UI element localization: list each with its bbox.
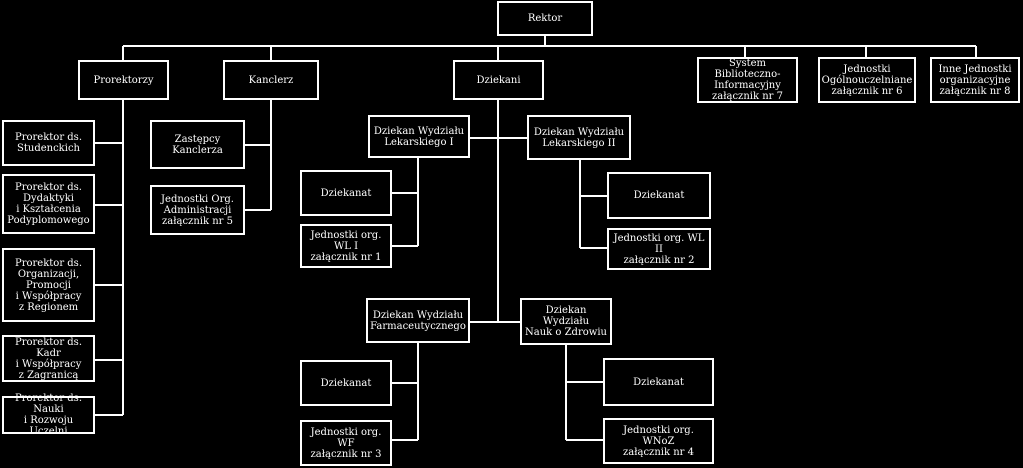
node-jednostki-wnoz: Jednostki org. WNoZ załącznik nr 4 bbox=[603, 418, 714, 464]
node-system-biblioteczno: System Biblioteczno- Informacyjny załącz… bbox=[697, 57, 798, 103]
node-prorektor-dydaktyki: Prorektor ds. Dydaktyki i Kształcenia Po… bbox=[2, 174, 95, 234]
node-prorektorzy: Prorektorzy bbox=[78, 60, 169, 100]
node-rektor: Rektor bbox=[497, 1, 593, 36]
node-zastepcy-kanclerza: Zastępcy Kanclerza bbox=[150, 120, 245, 169]
node-jednostki-wl1: Jednostki org. WL I załącznik nr 1 bbox=[300, 224, 392, 268]
node-jednostki-ogolnouczelniane: Jednostki Ogólnouczelniane załącznik nr … bbox=[818, 57, 916, 103]
node-jednostki-wf: Jednostki org. WF załącznik nr 3 bbox=[300, 420, 392, 466]
node-dziekanat-wl1: Dziekanat bbox=[300, 170, 392, 216]
node-prorektor-nauki: Prorektor ds. Nauki i Rozwoju Uczelni bbox=[2, 393, 95, 437]
node-jednostki-administracji: Jednostki Org. Administracji załącznik n… bbox=[150, 185, 245, 235]
node-dziekan-wl1: Dziekan Wydziału Lekarskiego I bbox=[368, 115, 470, 158]
node-prorektor-organizacji: Prorektor ds. Organizacji, Promocji i Ws… bbox=[2, 248, 95, 322]
node-jednostki-wl2: Jednostki org. WL II załącznik nr 2 bbox=[607, 228, 711, 270]
node-dziekanat-wnoz: Dziekanat bbox=[603, 358, 714, 406]
node-dziekan-wf: Dziekan Wydziału Farmaceutycznego bbox=[366, 298, 470, 343]
node-dziekani: Dziekani bbox=[453, 60, 544, 100]
node-prorektor-studenckich: Prorektor ds. Studenckich bbox=[2, 120, 95, 166]
node-dziekan-wnoz: Dziekan Wydziału Nauk o Zdrowiu bbox=[520, 298, 612, 345]
node-dziekanat-wl2: Dziekanat bbox=[607, 172, 711, 219]
node-inne-jednostki: Inne Jednostki organizacyjne załącznik n… bbox=[930, 57, 1020, 103]
node-dziekan-wl2: Dziekan Wydziału Lekarskiego II bbox=[527, 115, 631, 160]
node-prorektor-kadr: Prorektor ds. Kadr i Współpracy z Zagran… bbox=[2, 335, 95, 382]
node-dziekanat-wf: Dziekanat bbox=[300, 360, 392, 406]
node-kanclerz: Kanclerz bbox=[223, 60, 319, 100]
